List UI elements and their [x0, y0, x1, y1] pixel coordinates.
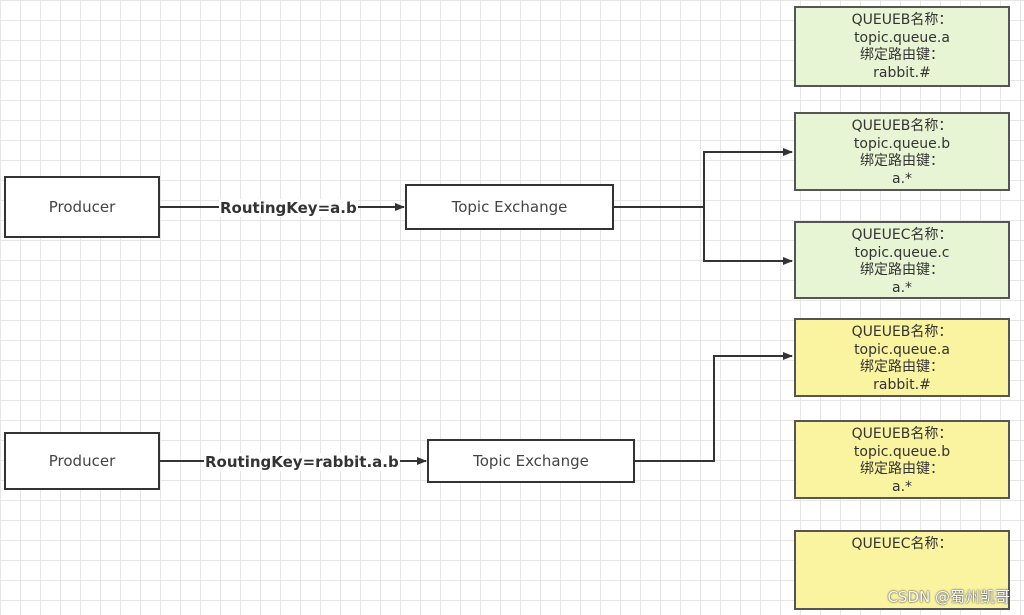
csdn-watermark: CSDN @蜀州凯哥 [887, 588, 1010, 606]
producer-box-top: Producer [4, 176, 160, 238]
queue-line: 绑定路由键： [860, 461, 944, 477]
queue-line: topic.queue.b [853, 443, 951, 460]
queue-line: a.* [891, 478, 913, 495]
queue-line: QUEUEB名称： [851, 12, 953, 28]
routing-key-label-bottom: RoutingKey=rabbit.a.b [204, 453, 400, 471]
queue-line: 绑定路由键： [860, 47, 944, 63]
queue-line: QUEUEB名称： [851, 426, 953, 442]
queue-line: topic.queue.a [854, 341, 950, 358]
topic-exchange-label-top: Topic Exchange [451, 198, 568, 216]
arrow-exchange-to-queue-a-bottom [635, 352, 793, 462]
topic-exchange-box-top: Topic Exchange [405, 184, 614, 230]
queue-line: QUEUEC名称： [851, 536, 953, 552]
topic-exchange-label-bottom: Topic Exchange [473, 452, 589, 470]
queue-line: QUEUEB名称： [851, 324, 953, 340]
producer-box-bottom: Producer [4, 432, 160, 490]
topic-exchange-box-bottom: Topic Exchange [427, 439, 635, 483]
queue-line: topic.queue.a [854, 29, 950, 46]
queue-box: QUEUEC名称： [794, 530, 1010, 610]
producer-label-top: Producer [48, 198, 116, 216]
queue-line: rabbit.# [873, 376, 931, 393]
queue-line: a.* [891, 279, 913, 296]
arrow-exchange-to-queue-b-top [614, 148, 793, 208]
queue-line: QUEUEC名称： [851, 227, 953, 243]
queue-line: 绑定路由键： [860, 153, 944, 169]
queue-line: QUEUEB名称： [851, 118, 953, 134]
producer-label-bottom: Producer [48, 452, 116, 470]
queue-line: rabbit.# [873, 64, 931, 81]
arrow-exchange-to-queue-c-top [703, 207, 793, 265]
routing-key-label-top: RoutingKey=a.b [219, 199, 358, 217]
queue-line: a.* [891, 170, 913, 187]
queue-line: topic.queue.b [853, 135, 951, 152]
queue-line: topic.queue.c [854, 244, 950, 261]
queue-line: 绑定路由键： [860, 262, 944, 278]
queue-line: 绑定路由键： [860, 359, 944, 375]
